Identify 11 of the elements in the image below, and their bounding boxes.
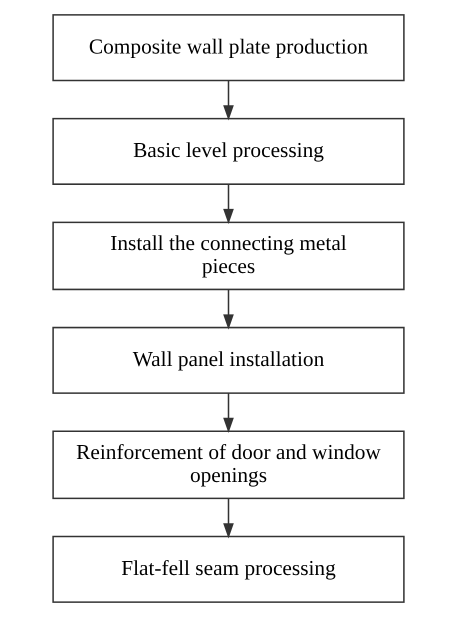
node-box: Install the connecting metal pieces xyxy=(52,222,404,290)
arrow xyxy=(222,184,234,224)
node-box: Wall panel installation xyxy=(52,326,404,394)
node-box: Reinforcement of door and window openings xyxy=(52,430,404,500)
arrow xyxy=(222,393,234,434)
node-box: Flat-fell seam processing xyxy=(52,536,404,603)
node-box: Composite wall plate production xyxy=(52,14,404,82)
arrow xyxy=(222,498,234,539)
arrow xyxy=(222,80,234,121)
node-box: Basic level processing xyxy=(52,118,404,185)
arrow xyxy=(222,290,234,330)
